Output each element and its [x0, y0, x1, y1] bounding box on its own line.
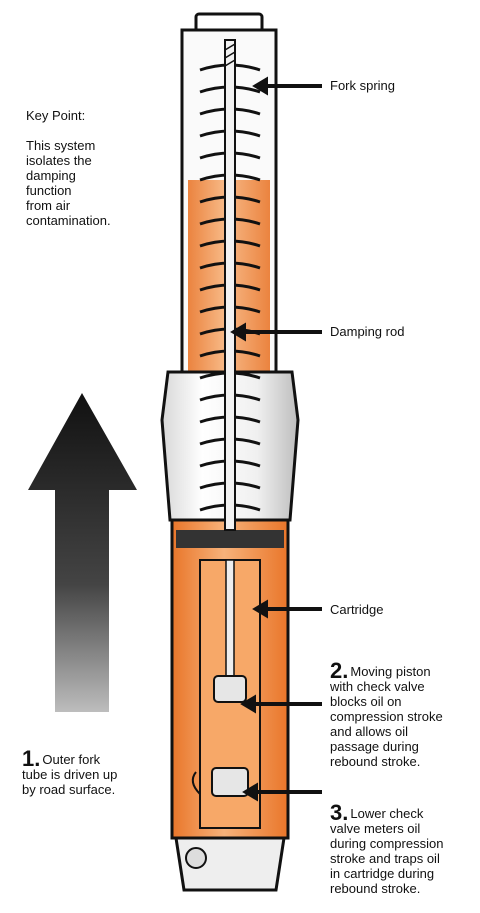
label-cartridge: Cartridge: [330, 602, 384, 617]
step-2-text: Moving piston with check valve blocks oi…: [330, 664, 443, 769]
step-3-number: 3.: [330, 800, 349, 825]
step-1-number: 1.: [22, 746, 41, 771]
step-1-text: Outer fork tube is driven up by road sur…: [22, 752, 118, 797]
cartridge: [191, 559, 261, 829]
step-3: 3.Lower check valve meters oil during co…: [330, 790, 475, 897]
step-3-text: Lower check valve meters oil during comp…: [330, 806, 444, 896]
leader-lines: [230, 76, 322, 802]
step-1: 1.Outer fork tube is driven up by road s…: [22, 736, 172, 798]
key-point-text: This system isolates the damping functio…: [26, 138, 111, 228]
key-point-heading: Key Point:: [26, 108, 86, 123]
label-fork-spring: Fork spring: [330, 78, 396, 93]
step-2: 2.Moving piston with check valve blocks …: [330, 648, 475, 770]
label-damping-rod: Damping rod: [330, 324, 405, 339]
damping-rod: [224, 39, 236, 531]
upward-arrow-icon: [28, 393, 137, 712]
step-2-number: 2.: [330, 658, 349, 683]
key-point: Key Point: This system isolates the damp…: [26, 93, 166, 243]
